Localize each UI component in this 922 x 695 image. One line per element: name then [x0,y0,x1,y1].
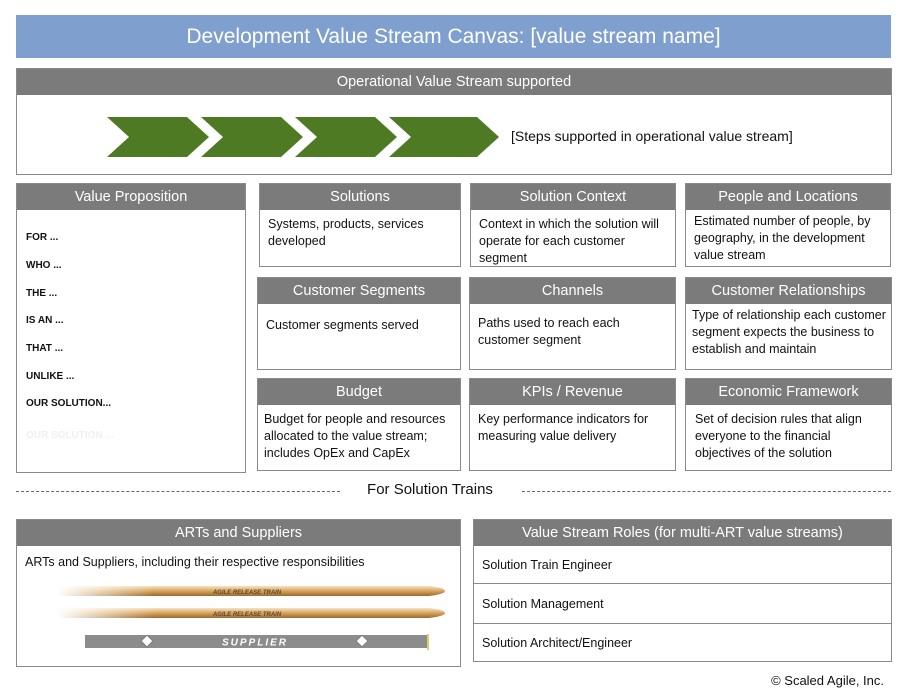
supplier-label: SUPPLIER [222,638,288,649]
step-arrow-4 [389,117,499,157]
value-proposition-header: Value Proposition [17,184,245,210]
customer-segments-cell: Customer Segments Customer segments serv… [257,277,461,370]
arts-suppliers-panel: ARTs and Suppliers ARTs and Suppliers, i… [16,519,461,667]
copyright-notice: © Scaled Agile, Inc. [771,673,884,688]
steps-label: [Steps supported in operational value st… [511,128,793,144]
canvas-title: Development Value Stream Canvas: [value … [16,15,891,58]
step-arrow-2 [201,117,303,157]
art-train-2: AGILE RELEASE TRAIN [57,606,447,620]
step-arrow-3 [295,117,397,157]
people-locations-header: People and Locations [686,184,890,210]
solution-context-header: Solution Context [471,184,675,210]
economic-framework-text: Set of decision rules that align everyon… [695,412,862,460]
budget-text: Budget for people and resources allocate… [264,412,446,460]
kpis-revenue-cell: KPIs / Revenue Key performance indicator… [469,378,676,471]
arts-suppliers-text: ARTs and Suppliers, including their resp… [25,555,365,569]
economic-framework-cell: Economic Framework Set of decision rules… [685,378,892,471]
value-stream-arrows [107,117,499,157]
operational-value-stream-panel: Operational Value Stream supported [Step… [16,68,892,175]
role-solution-architect: Solution Architect/Engineer [474,623,891,661]
vp-for: FOR ... [26,232,59,243]
supplier-diamond-left [140,634,154,648]
divider-left [16,491,340,492]
budget-header: Budget [258,379,460,405]
value-stream-roles-panel: Value Stream Roles (for multi-ART value … [473,519,892,662]
vp-unlike: UNLIKE ... [26,371,75,382]
value-stream-roles-header: Value Stream Roles (for multi-ART value … [474,520,891,546]
customer-segments-header: Customer Segments [258,278,460,304]
operational-value-stream-header: Operational Value Stream supported [17,69,891,95]
customer-segments-text: Customer segments served [266,318,419,332]
people-locations-text: Estimated number of people, by geography… [694,214,871,262]
solutions-header: Solutions [260,184,460,210]
kpis-revenue-header: KPIs / Revenue [470,379,675,405]
customer-relationships-cell: Customer Relationships Type of relations… [685,277,892,370]
role-solution-management: Solution Management [474,583,891,623]
solutions-cell: Solutions Systems, products, services de… [259,183,461,267]
role-solution-train-engineer: Solution Train Engineer [482,557,612,572]
divider-right [522,491,891,492]
for-solution-trains-label: For Solution Trains [367,481,493,498]
vp-our-solution: OUR SOLUTION... [26,398,111,409]
vp-our-solution-faded: OUR SOLUTION ... [26,430,114,441]
solution-context-cell: Solution Context Context in which the so… [470,183,676,267]
value-proposition-panel: Value Proposition FOR ... WHO ... THE ..… [16,183,246,473]
economic-framework-header: Economic Framework [686,379,891,405]
people-locations-cell: People and Locations Estimated number of… [685,183,891,267]
vp-the: THE ... [26,288,58,299]
supplier-bar: SUPPLIER [85,634,429,650]
vp-who: WHO ... [26,260,62,271]
solution-context-text: Context in which the solution will opera… [479,217,659,265]
channels-cell: Channels Paths used to reach each custom… [469,277,676,370]
art-train-1-label: AGILE RELEASE TRAIN [212,590,282,596]
customer-relationships-header: Customer Relationships [686,278,891,304]
channels-text: Paths used to reach each customer segmen… [478,316,620,347]
vp-is-an: IS AN ... [26,315,64,326]
supplier-diamond-right [355,634,369,648]
arts-suppliers-header: ARTs and Suppliers [17,520,460,546]
art-train-2-label: AGILE RELEASE TRAIN [212,612,282,618]
art-train-1: AGILE RELEASE TRAIN [57,584,447,598]
customer-relationships-text: Type of relationship each customer segme… [692,308,886,356]
budget-cell: Budget Budget for people and resources a… [257,378,461,471]
solutions-text: Systems, products, services developed [268,217,424,248]
kpis-revenue-text: Key performance indicators for measuring… [478,412,649,443]
vp-that: THAT ... [26,343,64,354]
step-arrow-1 [107,117,209,157]
channels-header: Channels [470,278,675,304]
